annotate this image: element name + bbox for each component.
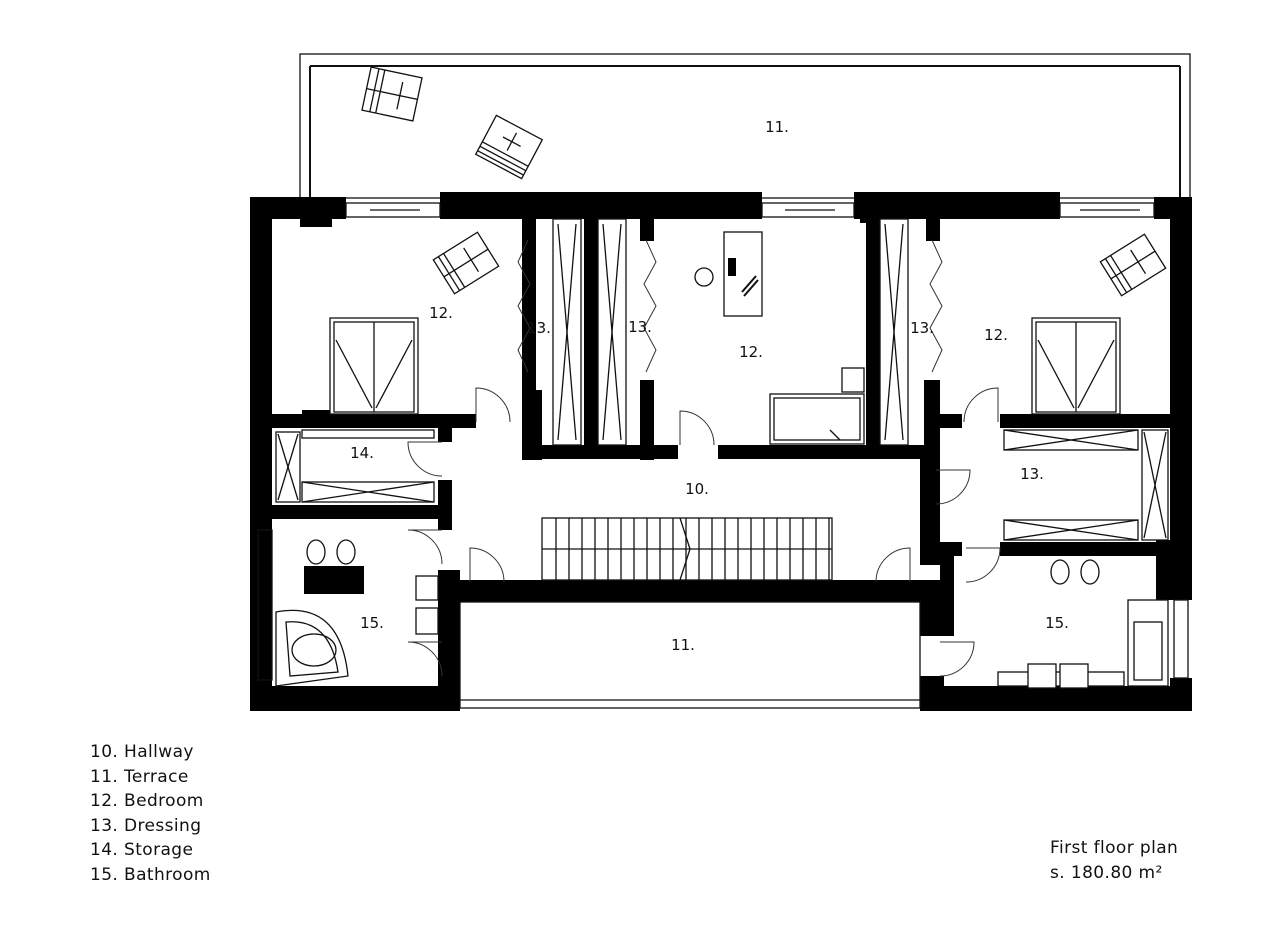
room-label-dressing-lower-right: 13.	[1020, 465, 1044, 483]
room-label-bedroom-right: 12.	[984, 326, 1008, 344]
interior-walls	[250, 219, 1192, 696]
toilets-right	[1050, 559, 1100, 585]
room-label-storage: 14.	[350, 444, 374, 462]
wardrobe-mid	[597, 218, 627, 446]
room-label-bedroom-left: 12.	[429, 304, 453, 322]
room-label-bathroom-right: 15.	[1045, 614, 1069, 632]
legend-item-bedroom: 12. Bedroom	[90, 791, 204, 811]
sinks-left	[415, 575, 439, 635]
sun-lounger	[474, 114, 544, 180]
legend-item-bathroom: 15. Bathroom	[90, 864, 211, 885]
bed-right	[1031, 317, 1121, 415]
desk	[694, 231, 763, 317]
room-label-terrace-bottom: 11.	[671, 636, 695, 654]
room-label-terrace-top: 11.	[765, 118, 789, 136]
plan-area: s. 180.80 m²	[1050, 862, 1163, 883]
wardrobe-left	[552, 218, 582, 446]
bathtub-corner	[275, 609, 349, 687]
sinks-right	[997, 663, 1125, 689]
toilets-left	[304, 539, 364, 594]
room-label-dressing-right: 13.	[910, 319, 934, 337]
terrace-bottom-outline	[459, 601, 921, 709]
legend-item-storage: 14. Storage	[90, 840, 194, 860]
plan-info: First floor plan s. 180.80 m²	[1050, 836, 1178, 885]
legend-item-hallway: 10. Hallway	[90, 742, 194, 762]
legend: 10. Hallway 11. Terrace 12. Bedroom 13. …	[90, 740, 211, 887]
room-label-dressing-mid: 13.	[628, 318, 652, 336]
room-label-bathroom-left: 15.	[360, 614, 384, 632]
staircase	[541, 517, 833, 581]
window-top	[345, 202, 1155, 218]
storage-shelves	[275, 429, 435, 503]
folding-door	[517, 239, 943, 373]
bathtub-right	[1127, 599, 1169, 687]
sun-lounger	[361, 66, 423, 122]
legend-item-terrace: 11. Terrace	[90, 766, 189, 787]
legend-item-dressing: 13. Dressing	[90, 815, 202, 836]
exterior-walls	[250, 192, 1192, 711]
room-label-bedroom-mid: 12.	[739, 343, 763, 361]
bed-left	[329, 317, 419, 415]
terrace-top-outline	[299, 53, 1191, 199]
room-label-dressing-left: 13.	[527, 319, 551, 337]
bedroom-lounger	[1099, 233, 1167, 297]
window-side	[257, 529, 1189, 681]
wardrobe-right	[879, 218, 909, 446]
bedroom-lounger	[432, 231, 500, 295]
dressing-shelves-right	[1003, 429, 1169, 541]
room-label-hallway: 10.	[685, 480, 709, 498]
bed-mid	[769, 367, 865, 445]
swing-doors	[407, 387, 1001, 677]
plan-title: First floor plan	[1050, 838, 1179, 858]
